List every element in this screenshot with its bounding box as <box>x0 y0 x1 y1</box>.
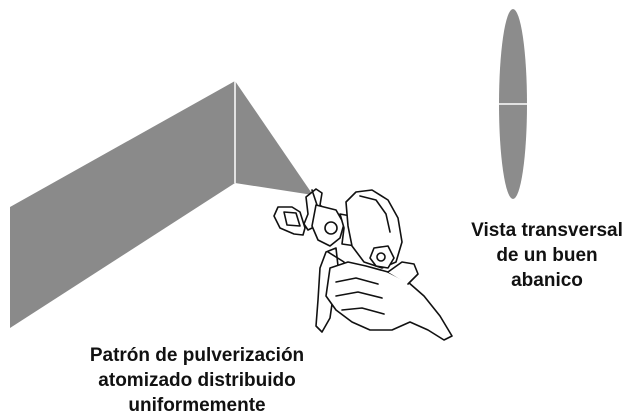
spray-gun-swivel-center <box>376 252 386 262</box>
spray-gun-body-detail <box>359 195 391 233</box>
spray-gun-nut <box>324 221 338 235</box>
cross-section-caption-line-1: Vista transversal <box>471 220 623 241</box>
spray-pattern-caption-line-3: uniformemente <box>128 395 266 416</box>
hand-icon <box>325 261 453 341</box>
spray-fan-left-facet <box>10 81 235 328</box>
spray-tip-guard-opening <box>283 211 301 227</box>
spray-fan-right-facet <box>235 81 313 195</box>
hand-thumb <box>387 261 419 285</box>
hand-finger-1 <box>335 277 379 285</box>
spray-pattern-caption: Patrón de pulverización atomizado distri… <box>52 343 342 418</box>
spray-pattern-caption-line-2: atomizado distribuido <box>98 370 296 391</box>
cross-section-caption-line-3: abanico <box>511 270 583 291</box>
hand-finger-2 <box>335 291 383 299</box>
cross-section-caption-line-2: de un buen <box>496 245 598 266</box>
fan-cross-section <box>499 9 527 199</box>
spray-fan <box>10 81 313 328</box>
spray-pattern-caption-line-1: Patrón de pulverización <box>89 345 305 366</box>
hand-finger-3 <box>341 307 385 315</box>
spray-gun-icon <box>273 188 453 341</box>
cross-section-caption: Vista transversal de un buen abanico <box>452 218 642 293</box>
